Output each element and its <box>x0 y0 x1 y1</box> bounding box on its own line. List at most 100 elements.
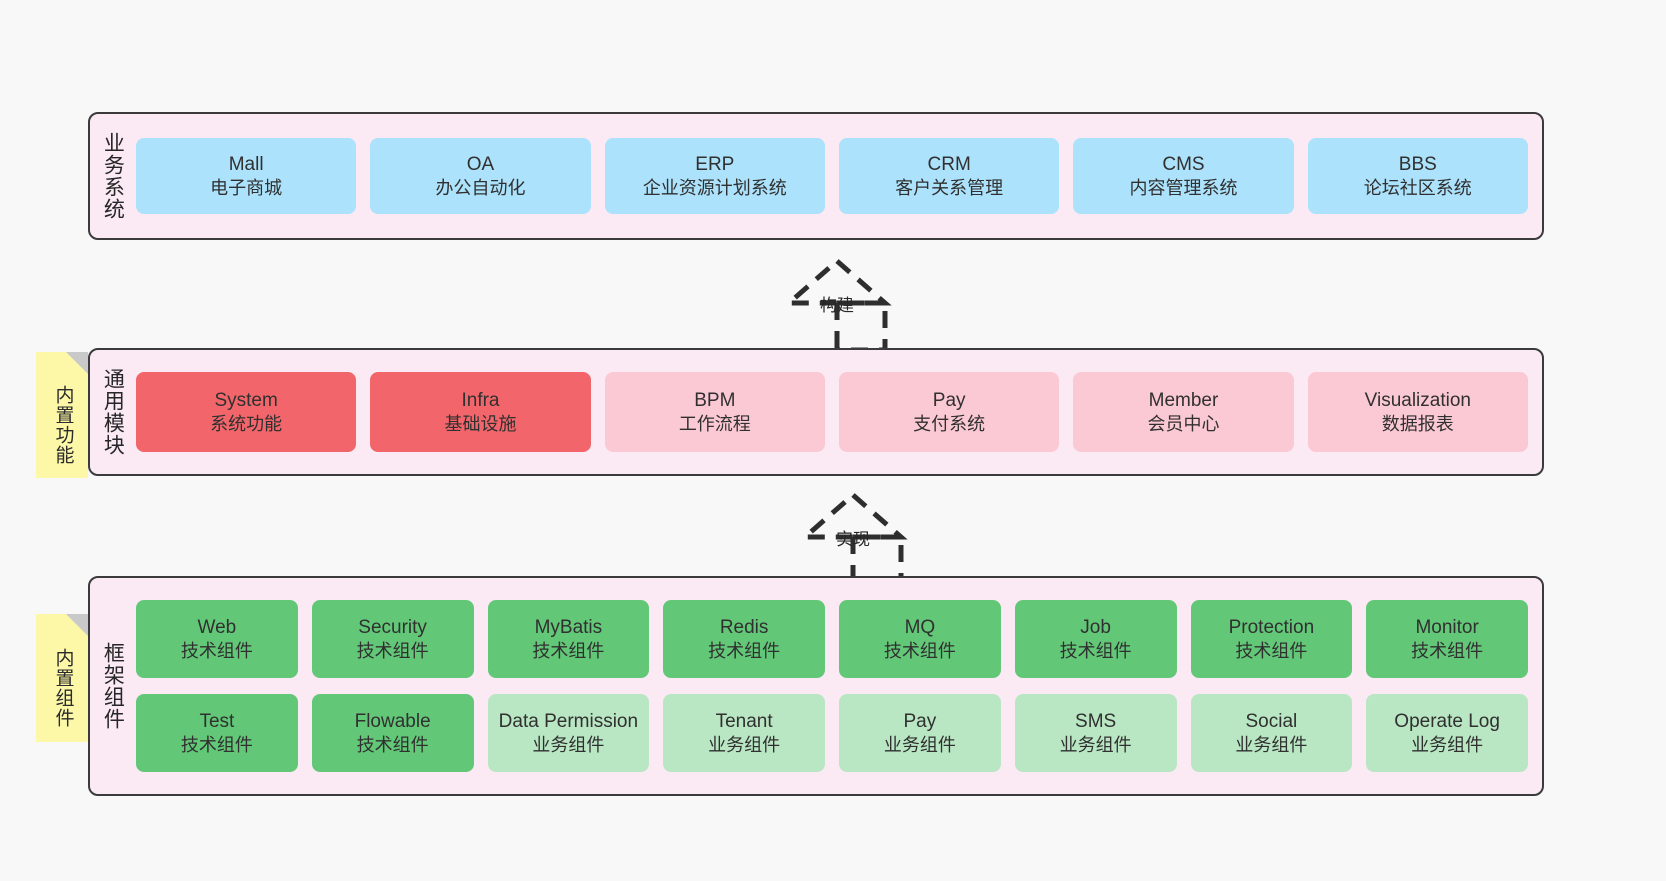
card-mybatis[interactable]: MyBatis 技术组件 <box>487 600 650 678</box>
card-title-en: SMS <box>1075 710 1117 732</box>
card-title-en: CRM <box>927 153 971 175</box>
card-social[interactable]: Social 业务组件 <box>1190 694 1353 772</box>
card-title-en: Job <box>1080 616 1111 638</box>
card-title-en: System <box>214 389 278 411</box>
card-title-en: Social <box>1245 710 1298 732</box>
layer-body-general-modules: System 系统功能 Infra 基础设施 BPM 工作流程 Pay 支付系统… <box>134 350 1542 474</box>
card-redis[interactable]: Redis 技术组件 <box>663 600 825 678</box>
card-row: System 系统功能 Infra 基础设施 BPM 工作流程 Pay 支付系统… <box>136 372 1528 452</box>
card-title-cn: 技术组件 <box>1059 640 1132 661</box>
card-title-cn: 基础设施 <box>444 413 517 434</box>
sticky-note-builtin-functions: 内置功能 <box>36 352 88 478</box>
card-title-en: Redis <box>719 616 769 638</box>
card-visualization[interactable]: Visualization 数据报表 <box>1307 372 1528 452</box>
card-title-en: Member <box>1148 389 1219 411</box>
card-title-cn: 业务组件 <box>883 734 956 755</box>
card-title-cn: 电子商城 <box>210 177 283 198</box>
card-row: Web 技术组件 Security 技术组件 MyBatis 技术组件 Redi… <box>136 600 1528 678</box>
card-title-en: Pay <box>903 710 937 732</box>
card-title-en: Visualization <box>1364 389 1471 411</box>
card-title-en: Protection <box>1228 616 1315 638</box>
card-title-en: Mall <box>228 153 264 175</box>
card-tenant[interactable]: Tenant 业务组件 <box>663 694 825 772</box>
card-title-en: Monitor <box>1415 616 1479 638</box>
card-title-cn: 技术组件 <box>1411 640 1484 661</box>
card-title-en: Pay <box>932 389 966 411</box>
card-title-cn: 工作流程 <box>678 413 751 434</box>
card-title-cn: 技术组件 <box>180 734 253 755</box>
card-title-cn: 客户关系管理 <box>895 177 1004 198</box>
sticky-note-label: 内置组件 <box>52 648 74 728</box>
card-title-en: OA <box>466 153 495 175</box>
card-pay[interactable]: Pay 支付系统 <box>838 372 1060 452</box>
card-data-permission[interactable]: Data Permission 业务组件 <box>487 694 650 772</box>
card-title-cn: 技术组件 <box>708 640 781 661</box>
layer-body-framework-components: Web 技术组件 Security 技术组件 MyBatis 技术组件 Redi… <box>134 578 1542 794</box>
card-title-cn: 技术组件 <box>532 640 605 661</box>
card-title-cn: 技术组件 <box>356 640 429 661</box>
card-title-en: MQ <box>904 616 936 638</box>
card-title-en: BPM <box>694 389 736 411</box>
card-system[interactable]: System 系统功能 <box>136 372 357 452</box>
connector-label: 构建 <box>820 296 854 315</box>
card-row: Test 技术组件 Flowable 技术组件 Data Permission … <box>136 694 1528 772</box>
card-pay-business[interactable]: Pay 业务组件 <box>839 694 1001 772</box>
card-title-en: Web <box>197 616 237 638</box>
layer-general-modules: 通用模块 System 系统功能 Infra 基础设施 BPM 工作流程 Pay… <box>88 348 1544 476</box>
card-monitor[interactable]: Monitor 技术组件 <box>1366 600 1528 678</box>
card-title-en: CMS <box>1162 153 1205 175</box>
card-title-cn: 业务组件 <box>1411 734 1484 755</box>
card-title-en: Test <box>199 710 235 732</box>
card-bbs[interactable]: BBS 论坛社区系统 <box>1307 138 1528 214</box>
card-mall[interactable]: Mall 电子商城 <box>136 138 357 214</box>
connector-realize: 实现 <box>753 487 953 587</box>
card-crm[interactable]: CRM 客户关系管理 <box>838 138 1060 214</box>
card-infra[interactable]: Infra 基础设施 <box>370 372 591 452</box>
card-title-en: Tenant <box>715 710 773 732</box>
layer-framework-components: 框架组件 Web 技术组件 Security 技术组件 MyBatis 技术组件… <box>88 576 1544 796</box>
connector-label: 实现 <box>836 530 870 549</box>
card-title-en: Operate Log <box>1394 710 1500 732</box>
card-title-cn: 办公自动化 <box>435 177 526 198</box>
card-security[interactable]: Security 技术组件 <box>311 600 474 678</box>
card-title-cn: 技术组件 <box>180 640 253 661</box>
card-title-cn: 会员中心 <box>1147 413 1220 434</box>
layer-title-general-modules: 通用模块 <box>101 368 125 456</box>
card-operate-log[interactable]: Operate Log 业务组件 <box>1366 694 1528 772</box>
card-title-cn: 企业资源计划系统 <box>642 177 787 198</box>
card-bpm[interactable]: BPM 工作流程 <box>604 372 825 452</box>
card-test[interactable]: Test 技术组件 <box>136 694 298 772</box>
card-member[interactable]: Member 会员中心 <box>1073 372 1294 452</box>
sticky-note-builtin-components: 内置组件 <box>36 614 88 742</box>
card-protection[interactable]: Protection 技术组件 <box>1190 600 1353 678</box>
connector-build: 构建 <box>737 253 937 353</box>
card-title-cn: 业务组件 <box>708 734 781 755</box>
card-title-en: Infra <box>461 389 500 411</box>
card-cms[interactable]: CMS 内容管理系统 <box>1073 138 1294 214</box>
card-oa[interactable]: OA 办公自动化 <box>370 138 591 214</box>
card-flowable[interactable]: Flowable 技术组件 <box>311 694 474 772</box>
layer-business-systems: 业务系统 Mall 电子商城 OA 办公自动化 ERP 企业资源计划系统 CRM… <box>88 112 1544 240</box>
card-title-en: BBS <box>1398 153 1437 175</box>
card-sms[interactable]: SMS 业务组件 <box>1014 694 1177 772</box>
card-title-en: ERP <box>695 153 735 175</box>
layer-title-business-systems: 业务系统 <box>101 132 125 220</box>
card-title-en: MyBatis <box>534 616 603 638</box>
card-title-cn: 业务组件 <box>1235 734 1308 755</box>
card-title-cn: 技术组件 <box>1235 640 1308 661</box>
card-erp[interactable]: ERP 企业资源计划系统 <box>604 138 825 214</box>
card-title-cn: 系统功能 <box>210 413 283 434</box>
card-row: Mall 电子商城 OA 办公自动化 ERP 企业资源计划系统 CRM 客户关系… <box>136 138 1528 214</box>
card-title-cn: 业务组件 <box>1059 734 1132 755</box>
sticky-note-label: 内置功能 <box>52 385 74 465</box>
card-job[interactable]: Job 技术组件 <box>1014 600 1177 678</box>
card-title-en: Security <box>358 616 427 638</box>
card-title-cn: 内容管理系统 <box>1129 177 1238 198</box>
card-title-cn: 技术组件 <box>883 640 956 661</box>
card-mq[interactable]: MQ 技术组件 <box>839 600 1001 678</box>
layer-body-business-systems: Mall 电子商城 OA 办公自动化 ERP 企业资源计划系统 CRM 客户关系… <box>134 114 1542 238</box>
card-web[interactable]: Web 技术组件 <box>136 600 298 678</box>
card-title-en: Data Permission <box>498 710 639 732</box>
card-title-cn: 论坛社区系统 <box>1363 177 1472 198</box>
